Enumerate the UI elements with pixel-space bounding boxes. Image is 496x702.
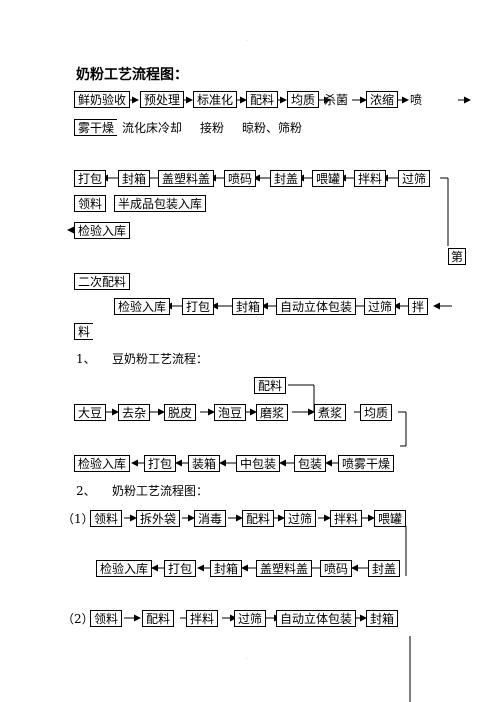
s2-heading-num: 2、 — [76, 484, 96, 498]
main-step-3: 标准化 — [193, 91, 238, 108]
s2-p1-print-code: 喷码 — [320, 560, 353, 577]
s1-homogenize: 均质 — [360, 404, 393, 421]
page-title: 奶粉工艺流程图： — [76, 67, 188, 83]
s2-p2-auto-pack: 自动立体包装 — [276, 610, 357, 627]
s1-spray-dry: 喷雾干燥 — [338, 455, 395, 472]
main-step-6: 杀菌 — [324, 93, 349, 107]
main-r6-auto-pack: 自动立体包装 — [276, 298, 357, 315]
main-step-plastic-lid: 盖塑料盖 — [158, 170, 215, 187]
s1-peiliao: 配料 — [254, 377, 287, 394]
s2-p2-mix: 拌料 — [186, 610, 219, 627]
main-step-sieve: 过筛 — [398, 170, 431, 187]
main-step-pack: 打包 — [74, 170, 107, 187]
main-step-4: 配料 — [246, 91, 279, 108]
s1-heading: 豆奶粉工艺流程： — [112, 352, 209, 366]
main-r6-pack: 打包 — [182, 298, 215, 315]
main-step-mix: 拌料 — [354, 170, 387, 187]
s1-soak: 泡豆 — [214, 404, 247, 421]
s2-heading: 奶粉工艺流程图： — [112, 484, 209, 498]
main-r6-sieve: 过筛 — [364, 298, 397, 315]
s1-remove-impurity: 去杂 — [118, 404, 151, 421]
s2-p1-remove-bag: 拆外袋 — [136, 510, 181, 527]
s1-heading-num: 1、 — [76, 352, 96, 366]
main-step-fill-can: 喂罐 — [312, 170, 345, 187]
s1-boil: 煮浆 — [314, 404, 347, 421]
main-r6-seal: 封箱 — [232, 298, 265, 315]
main-step-di: 第 — [448, 248, 467, 265]
main-r6-inspect: 检验入库 — [114, 298, 171, 315]
main-step-1: 鲜奶验收 — [74, 91, 131, 108]
s2-p1-label: （1） — [62, 512, 94, 526]
main-step-7: 浓缩 — [366, 91, 399, 108]
s2-p2-peiliao: 配料 — [142, 610, 175, 627]
main-r6-mix-tail: 料 — [74, 323, 94, 340]
s2-p1-inspect-storage: 检验入库 — [96, 560, 153, 577]
main-step-10: 流化床冷却 — [122, 121, 183, 135]
s2-p1-cap: 封盖 — [368, 560, 401, 577]
s1-inspect-storage: 检验入库 — [74, 455, 131, 472]
s1-boxing: 装箱 — [188, 455, 221, 472]
s1-peel: 脱皮 — [164, 404, 197, 421]
main-step-9: 雾干燥 — [74, 119, 118, 136]
s2-p2-seal-box: 封箱 — [366, 610, 399, 627]
main-step-semi-storage: 半成品包装入库 — [114, 195, 207, 212]
main-step-seal-box: 封箱 — [118, 170, 151, 187]
s1-mid-pack: 中包装 — [236, 455, 281, 472]
s1-pack: 打包 — [144, 455, 177, 472]
s2-p1-sieve: 过筛 — [284, 510, 317, 527]
s2-p1-fill-can: 喂罐 — [374, 510, 407, 527]
main-step-12: 晾粉、筛粉 — [242, 121, 303, 135]
page-mark: · — [246, 38, 248, 45]
main-step-cap: 封盖 — [270, 170, 303, 187]
s1-grind: 磨浆 — [256, 404, 289, 421]
s2-p1-pick: 领料 — [90, 510, 123, 527]
s1-packaging: 包装 — [294, 455, 327, 472]
main-step-inspect-storage: 检验入库 — [74, 222, 131, 239]
s1-soybean: 大豆 — [74, 404, 107, 421]
main-step-2: 预处理 — [140, 91, 185, 108]
main-step-8: 喷 — [410, 93, 423, 107]
main-step-11: 接粉 — [200, 121, 225, 135]
main-step-pick: 领料 — [74, 195, 107, 212]
s2-p1-peiliao: 配料 — [242, 510, 275, 527]
s2-p1-disinfect: 消毒 — [194, 510, 227, 527]
main-second-mix: 二次配料 — [74, 273, 131, 290]
main-r6-mix: 拌 — [408, 298, 429, 315]
s2-p2-sieve: 过筛 — [234, 610, 267, 627]
s2-p1-plastic-lid: 盖塑料盖 — [256, 560, 313, 577]
s2-p1-pack: 打包 — [164, 560, 197, 577]
s2-p1-mix: 拌料 — [330, 510, 363, 527]
page-mark: · — [246, 656, 248, 663]
main-step-print-code: 喷码 — [224, 170, 257, 187]
main-step-5: 均质 — [287, 91, 320, 108]
s2-p2-pick: 领料 — [90, 610, 123, 627]
s2-p1-seal-box: 封箱 — [210, 560, 243, 577]
s2-p2-label: （2） — [62, 612, 94, 626]
